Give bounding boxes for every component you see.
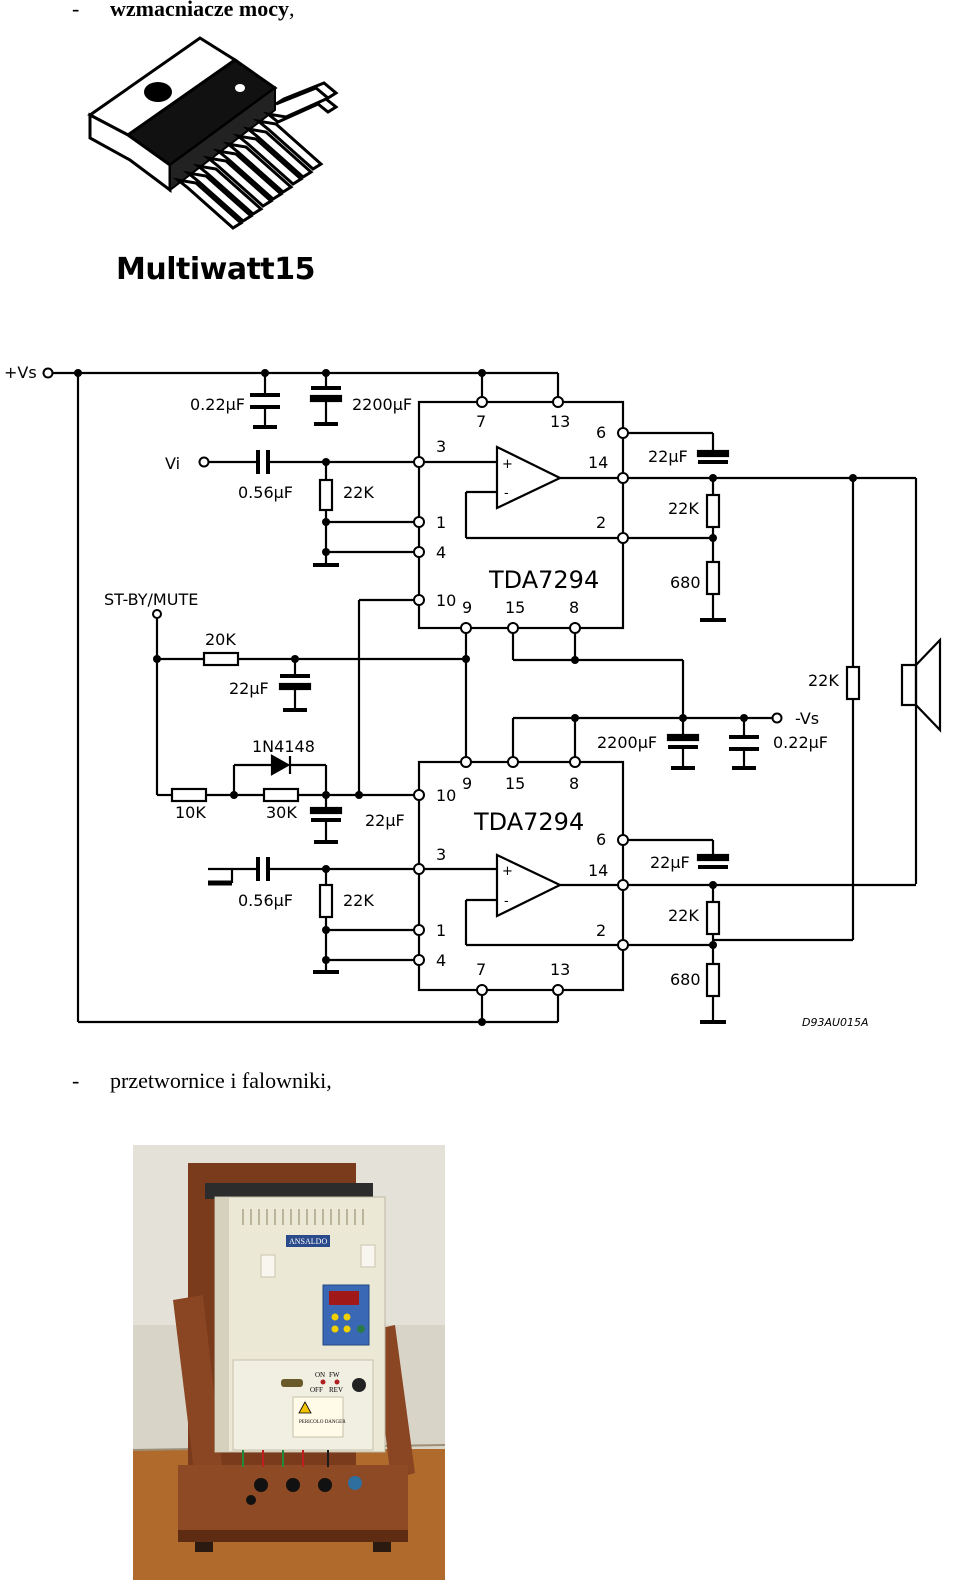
- pin-14-top: 14: [588, 453, 608, 472]
- opamp-minus-top: -: [504, 486, 509, 501]
- package-label: Multiwatt15: [116, 252, 316, 287]
- amplifier-schematic: +Vs 0.22µF 2200µF Vi 0.56µF 22K 7 13 3 1…: [4, 363, 942, 1029]
- label-c22-mute: 22µF: [365, 811, 405, 830]
- list-dash: -: [72, 1068, 80, 1093]
- photo-warning: PERICOLO DANGER: [299, 1420, 346, 1425]
- pin-3-top: 3: [436, 437, 446, 456]
- label-r22k-speaker: 22K: [808, 671, 839, 690]
- label-c2200-neg: 2200µF: [597, 733, 657, 752]
- label-r22k-fb-top: 22K: [668, 499, 699, 518]
- pin-8-bot: 8: [569, 774, 579, 793]
- pin-8-top: 8: [569, 598, 579, 617]
- multiwatt15-package-image: [87, 36, 339, 230]
- pin-13-top: 13: [550, 412, 570, 431]
- heading-inverters: przetwornice i falowniki,: [110, 1068, 332, 1093]
- chip-label-top: TDA7294: [488, 566, 599, 594]
- label-r10k: 10K: [175, 803, 206, 822]
- label-r22k-in-top: 22K: [343, 483, 374, 502]
- photo-switch-on: ON: [315, 1371, 325, 1379]
- opamp-minus-bot: -: [504, 894, 509, 909]
- label-c22-top: 22µF: [648, 447, 688, 466]
- label-vs-pos: +Vs: [4, 363, 37, 382]
- pin-6-bot: 6: [596, 830, 606, 849]
- heading-comma: ,: [288, 0, 295, 21]
- pin-9-bot: 9: [462, 774, 472, 793]
- pin-1-bot: 1: [436, 921, 446, 940]
- label-ref-code: D93AU015A: [802, 1016, 869, 1029]
- pin-10-bot: 10: [436, 786, 456, 805]
- label-c22-bot: 22µF: [650, 853, 690, 872]
- chip-label-bottom: TDA7294: [473, 808, 584, 836]
- pin-3-bot: 3: [436, 845, 446, 864]
- label-c022-neg: 0.22µF: [773, 733, 828, 752]
- pin-13-bot: 13: [550, 960, 570, 979]
- label-c22-stby: 22µF: [229, 679, 269, 698]
- label-c056-top: 0.56µF: [238, 483, 293, 502]
- label-st-by-mute: ST-BY/MUTE: [104, 590, 198, 609]
- label-c056-bot: 0.56µF: [238, 891, 293, 910]
- opamp-plus-bot: +: [502, 864, 513, 879]
- pin-4-top: 4: [436, 543, 446, 562]
- pin-15-top: 15: [505, 598, 525, 617]
- pin-2-top: 2: [596, 513, 606, 532]
- heading-power-amplifiers: wzmacniacze mocy: [110, 0, 289, 21]
- pin-14-bot: 14: [588, 861, 608, 880]
- label-r22k-fb-bot: 22K: [668, 906, 699, 925]
- label-c2200-top: 2200µF: [352, 395, 412, 414]
- opamp-plus-top: +: [502, 457, 513, 472]
- list-item-power-amplifiers: - wzmacniacze mocy,: [72, 0, 294, 22]
- label-r680-top: 680: [670, 573, 701, 592]
- label-r22k-in-bot: 22K: [343, 891, 374, 910]
- pin-10-top: 10: [436, 591, 456, 610]
- label-vs-neg: -Vs: [795, 709, 819, 728]
- label-diode: 1N4148: [252, 737, 315, 756]
- list-dash: -: [72, 0, 80, 21]
- label-r680-bot: 680: [670, 970, 701, 989]
- photo-switch-off: OFF: [310, 1386, 323, 1394]
- photo-switch-rev: REV: [329, 1386, 343, 1394]
- label-c022-top: 0.22µF: [190, 395, 245, 414]
- pin-15-bot: 15: [505, 774, 525, 793]
- inverter-photo: ANSALDO ON FW OFF REV PERICOLO DANGER: [133, 1145, 445, 1580]
- pin-9-top: 9: [462, 598, 472, 617]
- pin-2-bot: 2: [596, 921, 606, 940]
- label-r20k: 20K: [205, 630, 236, 649]
- label-r30k: 30K: [266, 803, 297, 822]
- pin-6-top: 6: [596, 423, 606, 442]
- pin-7-top: 7: [476, 412, 486, 431]
- photo-brand: ANSALDO: [289, 1237, 327, 1246]
- list-item-inverters: - przetwornice i falowniki,: [72, 1068, 332, 1094]
- pin-7-bot: 7: [476, 960, 486, 979]
- label-vi: Vi: [165, 454, 180, 473]
- pin-4-bot: 4: [436, 951, 446, 970]
- photo-switch-fw: FW: [329, 1371, 340, 1379]
- pin-1-top: 1: [436, 513, 446, 532]
